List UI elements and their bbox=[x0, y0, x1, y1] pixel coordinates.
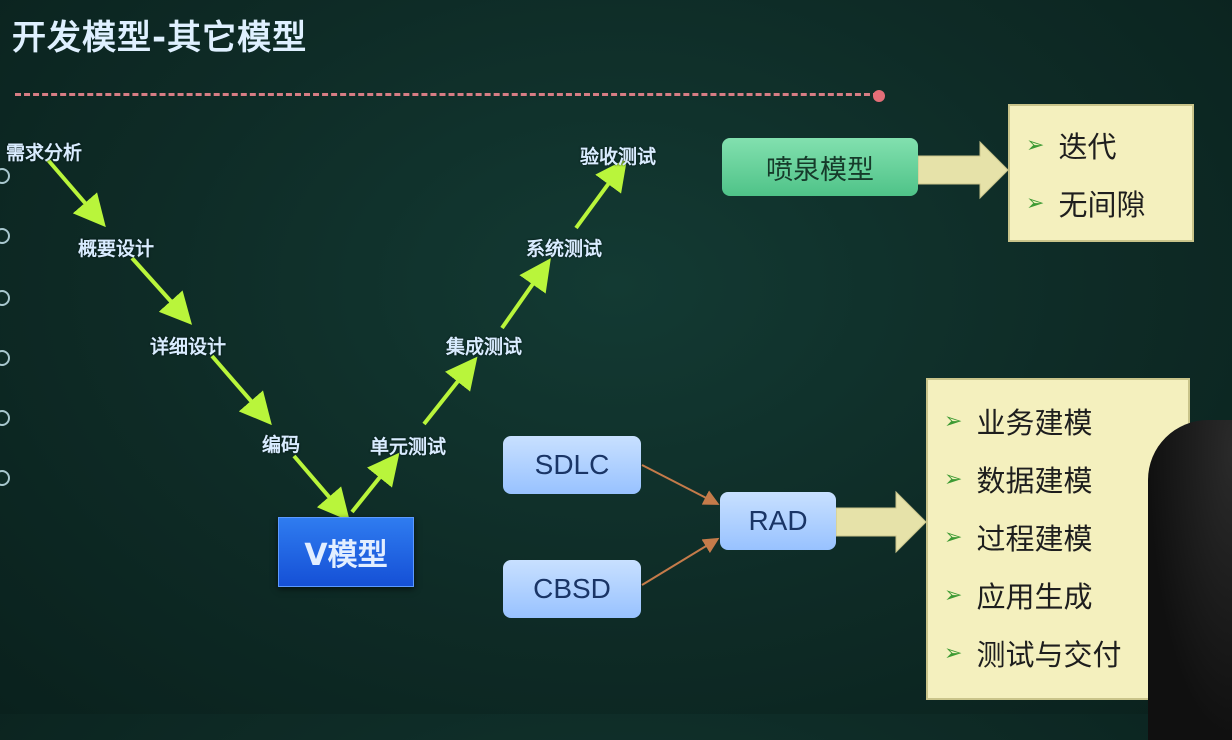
arrow-system-acceptance bbox=[574, 158, 628, 230]
arrow-cbsd-rad bbox=[641, 537, 720, 586]
list-item: ➢迭代 bbox=[1026, 130, 1117, 164]
page-title: 开发模型-其它模型 bbox=[12, 18, 308, 58]
list-item: ➢应用生成 bbox=[944, 580, 1093, 614]
arrow-detail-coding bbox=[210, 354, 272, 426]
chevron-right-icon: ➢ bbox=[1026, 190, 1045, 216]
nav-dot[interactable] bbox=[0, 470, 10, 486]
diagram-arrows bbox=[46, 140, 1009, 586]
arrow-unit-integration bbox=[422, 356, 478, 426]
nav-dot[interactable] bbox=[0, 168, 10, 184]
stage-system-test: 系统测试 bbox=[526, 238, 603, 260]
fountain-traits-box: ➢迭代 ➢无间隙 bbox=[1008, 104, 1194, 242]
list-item: ➢业务建模 bbox=[944, 406, 1093, 440]
arrow-outline-detail bbox=[130, 256, 193, 325]
stage-acceptance-test: 验收测试 bbox=[580, 146, 657, 168]
fountain-model-box: 喷泉模型 bbox=[722, 138, 918, 196]
list-item: ➢无间隙 bbox=[1026, 188, 1146, 222]
list-item: ➢数据建模 bbox=[944, 464, 1093, 498]
chevron-right-icon: ➢ bbox=[944, 524, 963, 550]
presenter-silhouette bbox=[1148, 420, 1232, 740]
rad-block-arrow bbox=[835, 490, 927, 554]
arrow-v-unit bbox=[350, 452, 400, 514]
rad-input-arrows bbox=[641, 464, 720, 586]
rad-phases-box: ➢业务建模 ➢数据建模 ➢过程建模 ➢应用生成 ➢测试与交付 bbox=[926, 378, 1190, 700]
stage-detail-design: 详细设计 bbox=[150, 336, 227, 358]
nav-dot[interactable] bbox=[0, 228, 10, 244]
nav-dot[interactable] bbox=[0, 350, 10, 366]
dashed-divider bbox=[15, 93, 879, 96]
cbsd-box: CBSD bbox=[503, 560, 641, 618]
chevron-right-icon: ➢ bbox=[944, 640, 963, 666]
list-item: ➢测试与交付 bbox=[944, 638, 1122, 672]
sdlc-box: SDLC bbox=[503, 436, 641, 494]
arrow-requirements-outline bbox=[46, 158, 106, 228]
nav-dot[interactable] bbox=[0, 410, 10, 426]
list-item: ➢过程建模 bbox=[944, 522, 1093, 556]
chevron-right-icon: ➢ bbox=[944, 466, 963, 492]
stage-coding: 编码 bbox=[262, 434, 301, 456]
arrow-integration-system bbox=[500, 258, 551, 330]
chevron-right-icon: ➢ bbox=[944, 408, 963, 434]
stage-unit-test: 单元测试 bbox=[370, 436, 447, 458]
arrow-coding-v bbox=[292, 454, 350, 522]
v-model-box: V模型 bbox=[278, 517, 414, 587]
arrow-sdlc-rad bbox=[641, 464, 720, 505]
stage-integration-test: 集成测试 bbox=[446, 336, 523, 358]
chevron-right-icon: ➢ bbox=[1026, 132, 1045, 158]
fountain-block-arrow bbox=[917, 140, 1009, 200]
stage-requirements: 需求分析 bbox=[6, 142, 83, 164]
v-model-arrows bbox=[46, 158, 628, 522]
divider-end-dot bbox=[873, 90, 885, 102]
nav-dot[interactable] bbox=[0, 290, 10, 306]
stage-outline-design: 概要设计 bbox=[78, 238, 155, 260]
chevron-right-icon: ➢ bbox=[944, 582, 963, 608]
rad-box: RAD bbox=[720, 492, 836, 550]
